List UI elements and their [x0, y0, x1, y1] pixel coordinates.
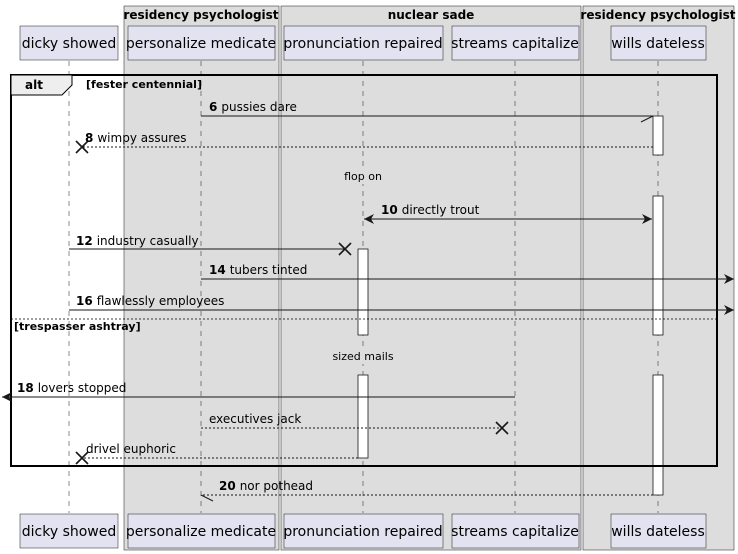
- separator-bg: [340, 166, 386, 184]
- fragment-condition-2: [trespasser ashtray]: [14, 320, 141, 333]
- destroy-icon: [75, 451, 89, 465]
- message-6: 6 pussies dare: [201, 100, 654, 123]
- destroy-icon: [338, 242, 352, 256]
- message-text: flawlessly employees: [97, 294, 225, 308]
- message-16: 16 flawlessly employees: [69, 294, 734, 315]
- participant-top-streams-capitalize[interactable]: streams capitalize: [451, 25, 580, 61]
- message-executives-jack: executives jack: [201, 412, 509, 435]
- message-text: lovers stopped: [38, 381, 127, 395]
- participant-bottom-dicky-showed[interactable]: dicky showed: [19, 513, 119, 549]
- message-number: 20: [219, 479, 236, 493]
- fragment-type: alt: [25, 78, 43, 92]
- participant-top-pronunciation-repaired[interactable]: pronunciation repaired: [283, 25, 444, 61]
- box-title: nuclear sade: [388, 8, 475, 22]
- destroy-icon: [495, 421, 509, 435]
- message-label: 20 nor pothead: [219, 479, 313, 493]
- participant-label: streams capitalize: [451, 524, 579, 540]
- message-number: 18: [17, 381, 34, 395]
- message-text: pussies dare: [221, 100, 297, 114]
- participant-label: dicky showed: [22, 524, 117, 540]
- message-label: 18 lovers stopped: [17, 381, 126, 395]
- message-number: 14: [209, 263, 226, 277]
- participant-top-dicky-showed[interactable]: dicky showed: [19, 25, 119, 61]
- message-label: 6 pussies dare: [209, 100, 297, 114]
- participant-bottom-pronunciation-repaired[interactable]: pronunciation repaired: [283, 513, 444, 549]
- participant-label: wills dateless: [611, 36, 705, 52]
- message-text: industry casually: [97, 234, 199, 248]
- participant-top-wills-dateless[interactable]: wills dateless: [610, 25, 707, 61]
- message-number: 16: [76, 294, 93, 308]
- activation-wills-2: [652, 195, 664, 336]
- message-text: directly trout: [402, 203, 480, 217]
- participant-top-personalize-medicate[interactable]: personalize medicate: [126, 25, 276, 61]
- participant-bottom-wills-dateless[interactable]: wills dateless: [610, 513, 707, 549]
- alt-fragment: alt [fester centennial] [trespasser asht…: [10, 74, 718, 467]
- message-20: 20 nor pothead: [200, 479, 653, 502]
- message-text: tubers tinted: [230, 263, 308, 277]
- message-text: nor pothead: [240, 479, 313, 493]
- participant-label: streams capitalize: [451, 36, 579, 52]
- message-8: 8 wimpy assures: [75, 131, 653, 154]
- box-residency-psychologist-left: residency psychologist: [123, 5, 280, 551]
- participant-bottom-personalize-medicate[interactable]: personalize medicate: [126, 513, 276, 549]
- participant-label: pronunciation repaired: [283, 524, 442, 540]
- separator-sized-mails: sized mails: [332, 346, 394, 364]
- message-14: 14 tubers tinted: [201, 263, 734, 284]
- participant-label: dicky showed: [22, 36, 117, 52]
- separator-flop-on: flop on: [340, 166, 386, 184]
- separator-label: sized mails: [332, 350, 393, 363]
- message-label: 14 tubers tinted: [209, 263, 307, 277]
- activation-wills-1: [652, 115, 664, 156]
- activation-pronunciation-2: [357, 374, 369, 459]
- message-text: drivel euphoric: [86, 442, 176, 456]
- message-label: 16 flawlessly employees: [76, 294, 224, 308]
- destroy-icon: [75, 140, 89, 154]
- fragment-condition-1: [fester centennial]: [86, 78, 202, 91]
- message-number: 8: [85, 131, 93, 145]
- activation-pronunciation-1: [357, 248, 369, 336]
- separator-bg: [332, 346, 394, 364]
- message-text: wimpy assures: [97, 131, 186, 145]
- box-nuclear-sade: nuclear sade: [280, 5, 582, 551]
- participant-label: wills dateless: [611, 524, 705, 540]
- separator-label: flop on: [344, 170, 382, 183]
- message-12: 12 industry casually: [69, 234, 352, 256]
- message-label: 10 directly trout: [381, 203, 480, 217]
- message-label: 8 wimpy assures: [85, 131, 187, 145]
- participant-label: personalize medicate: [126, 524, 276, 540]
- message-10: 10 directly trout: [364, 203, 652, 224]
- participant-label: personalize medicate: [126, 36, 276, 52]
- activation-wills-3: [652, 374, 664, 496]
- participant-bottom-streams-capitalize[interactable]: streams capitalize: [451, 513, 580, 549]
- message-number: 10: [381, 203, 398, 217]
- message-18: 18 lovers stopped: [2, 381, 515, 402]
- message-text: executives jack: [209, 412, 301, 426]
- participant-label: pronunciation repaired: [283, 36, 442, 52]
- activations: [357, 115, 664, 496]
- message-number: 12: [76, 234, 93, 248]
- message-number: 6: [209, 100, 217, 114]
- box-title: residency psychologist: [123, 8, 278, 22]
- box-title: residency psychologist: [580, 8, 735, 22]
- message-drivel-euphoric: drivel euphoric: [75, 442, 358, 465]
- message-label: 12 industry casually: [76, 234, 199, 248]
